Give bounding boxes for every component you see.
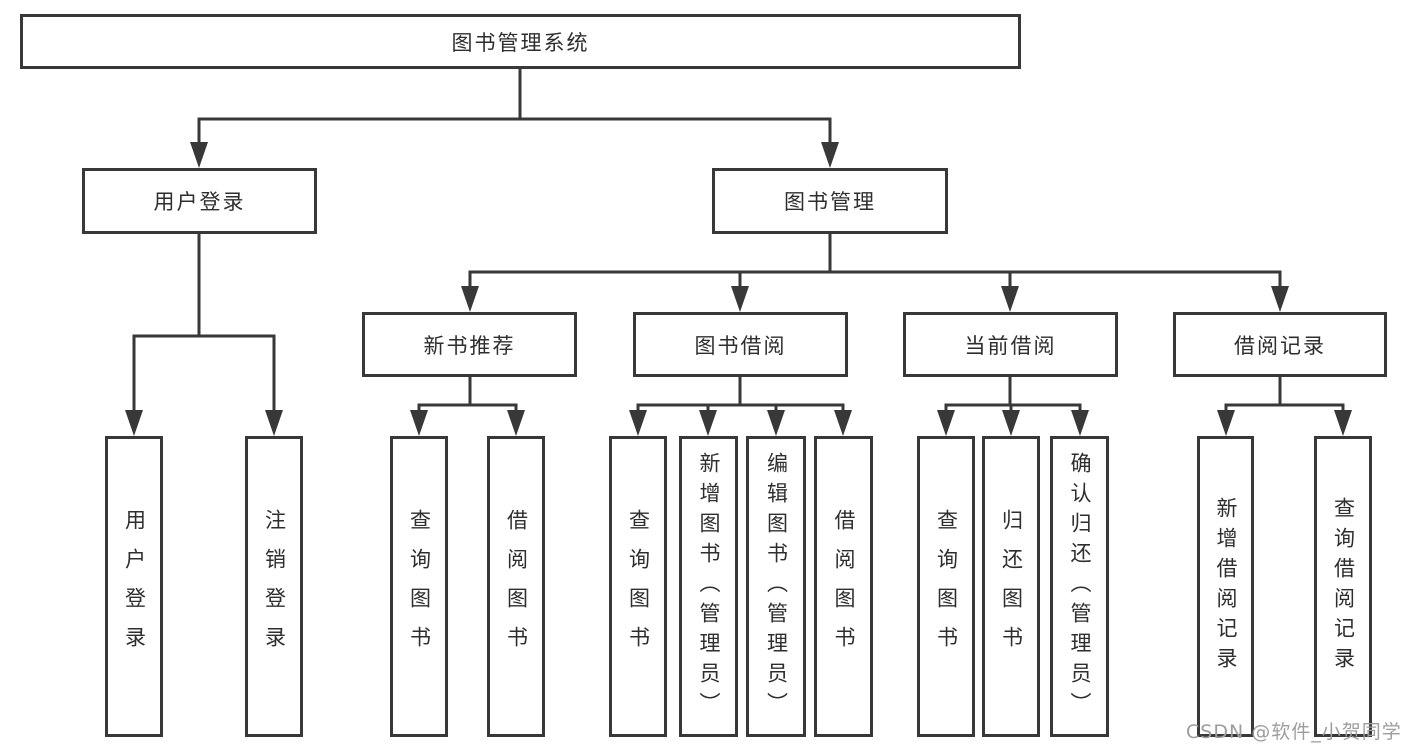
leaf-edit-books-admin: 编辑图书（管理员） [746,436,806,737]
arrowhead [410,410,428,436]
leaf-user-login: 用户登录 [105,436,163,737]
leaf-query-books-borrowing: 查询图书 [609,436,667,737]
connector-root-to-level2 [197,66,832,150]
arrowhead [1271,286,1289,312]
arrowhead [190,142,208,168]
arrowhead [731,286,749,312]
leaf-confirm-return-admin: 确认归还（管理员） [1050,436,1109,737]
csdn-watermark: CSDN @软件_小贺同学 [1186,721,1402,743]
leaf-query-books-recommendation: 查询图书 [390,436,448,737]
connector-user-login [132,231,276,418]
node-borrowing-records: 借阅记录 [1173,312,1387,377]
arrowhead [1002,410,1020,436]
arrowhead [1071,410,1089,436]
leaf-logout: 注销登录 [245,436,303,737]
arrowhead [265,410,283,436]
node-book-management: 图书管理 [712,168,948,234]
leaf-query-books-current: 查询图书 [917,436,975,737]
leaf-query-borrow-record: 查询借阅记录 [1314,436,1372,737]
connector-borrowing-records [1224,375,1345,418]
node-user-login: 用户登录 [82,168,317,234]
node-new-book-recommendation: 新书推荐 [362,312,577,377]
arrowhead [629,410,647,436]
arrowhead [937,410,955,436]
arrowhead [507,410,525,436]
arrowhead [821,142,839,168]
arrowhead [699,410,717,436]
leaf-borrow-books-borrowing: 借阅图书 [814,436,873,737]
connector-new-book-recommendation [417,375,518,418]
connector-book-borrowing [636,375,845,418]
node-current-borrowing: 当前借阅 [903,312,1118,377]
node-book-borrowing: 图书借阅 [633,312,848,377]
arrowhead [1334,410,1352,436]
arrowhead [834,410,852,436]
leaf-return-books: 归还图书 [982,436,1040,737]
connector-book-management [468,231,1282,294]
arrowhead [767,410,785,436]
leaf-borrow-books-recommendation: 借阅图书 [487,436,545,737]
arrowhead [125,410,143,436]
arrowhead [1001,286,1019,312]
arrowhead [461,286,479,312]
arrowhead [1217,410,1235,436]
node-root-system: 图书管理系统 [20,14,1021,69]
leaf-add-borrow-record: 新增借阅记录 [1197,436,1254,737]
leaf-add-books-admin: 新增图书（管理员） [679,436,738,737]
